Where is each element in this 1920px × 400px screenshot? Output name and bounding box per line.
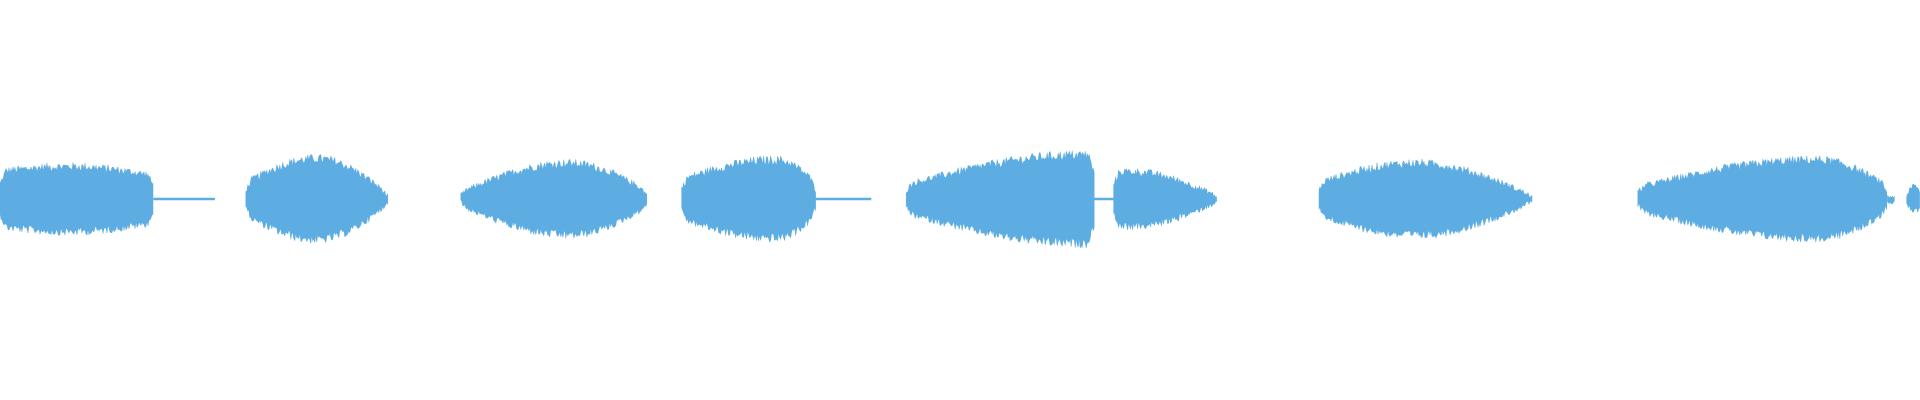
waveform-sound-segment <box>681 155 816 243</box>
waveform-silence-segment <box>1094 197 1114 201</box>
waveform-sound-segment <box>905 150 1095 250</box>
waveform-silence-segment <box>153 197 215 201</box>
waveform-sound-segment <box>1906 183 1920 214</box>
waveform-sound-segment <box>460 158 648 239</box>
waveform-sound-segment <box>245 154 389 244</box>
waveform-sound-segment <box>1113 168 1217 231</box>
waveform-sound-segment <box>1318 159 1533 239</box>
waveform-sound-segment <box>0 162 154 237</box>
waveform-silence-segment <box>815 197 872 201</box>
waveform-sound-segment <box>1887 194 1895 205</box>
waveform-sound-segment <box>1637 154 1888 244</box>
